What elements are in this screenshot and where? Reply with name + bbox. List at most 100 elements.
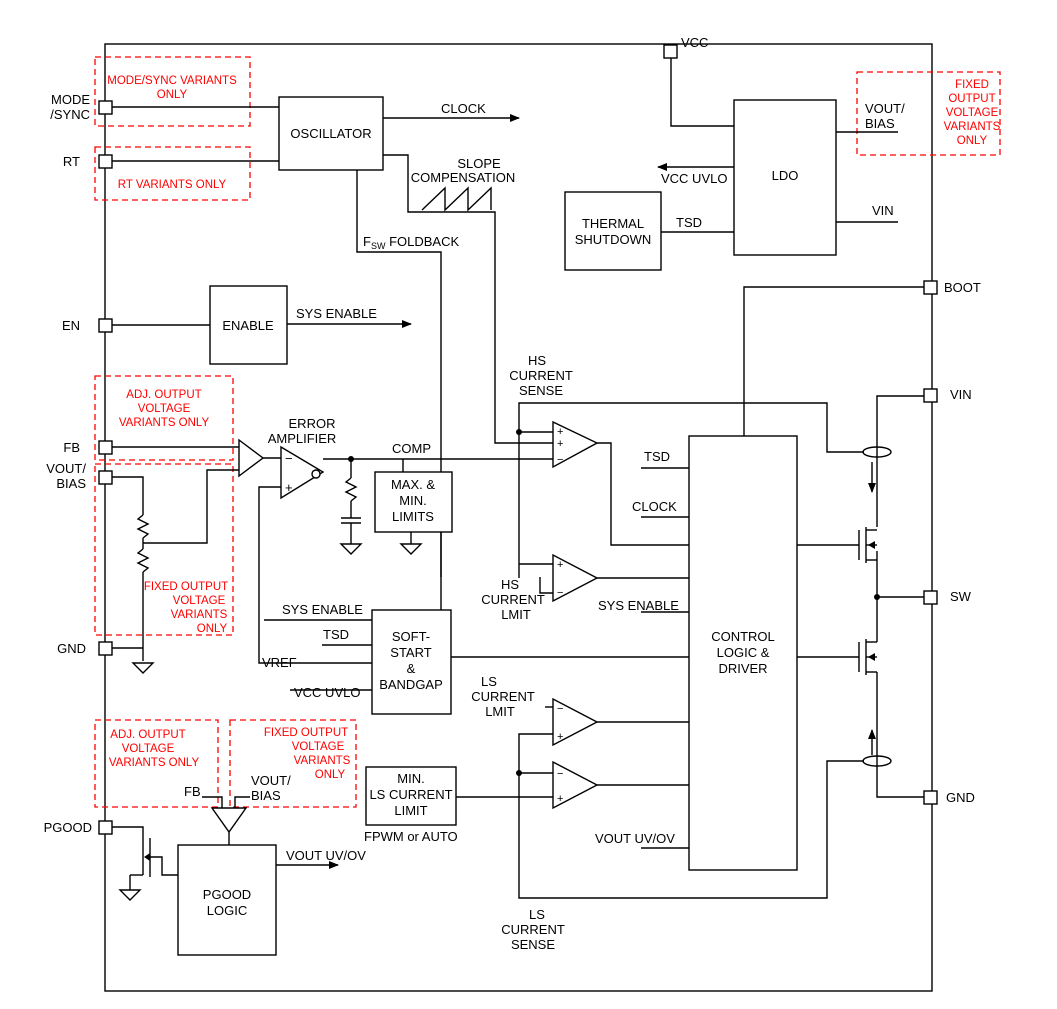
variant-box-rt <box>94 146 251 201</box>
pin-label-boot: BOOT <box>944 280 981 295</box>
signal-slope-2: COMPENSATION <box>411 170 516 185</box>
signal-vout-ldo: VOUT/ <box>865 101 905 116</box>
pins <box>98 44 938 835</box>
variant-box-fixed-left <box>94 463 234 636</box>
signal-vin-ldo: VIN <box>872 203 894 218</box>
control-logic-label-2: LOGIC & <box>717 645 770 660</box>
signal-fb-pgood: FB <box>184 784 201 799</box>
pin-vcc <box>663 44 678 59</box>
svg-text:−: − <box>557 703 563 715</box>
variant-label-fixed-pgood-1: FIXED OUTPUT <box>264 727 348 739</box>
variant-label-fixed-left-4: ONLY <box>197 623 228 635</box>
max-min-label-1: MAX. & <box>391 477 435 492</box>
signal-bias-ldo: BIAS <box>865 116 895 131</box>
variant-box-adj-pgood <box>94 719 219 808</box>
control-logic-block <box>688 435 798 871</box>
control-logic-label-1: CONTROL <box>711 629 775 644</box>
signal-fpwm-auto: FPWM or AUTO <box>364 829 458 844</box>
pin-label-rt: RT <box>63 154 80 169</box>
signal-vout-pgood: VOUT/ <box>251 773 291 788</box>
min-ls-label-2: LS CURRENT <box>369 787 452 802</box>
signal-sys-enable-ctrl: SYS ENABLE <box>598 598 679 613</box>
variant-label-adj-pgood-1: ADJ. OUTPUT <box>110 729 185 741</box>
pin-label-bias: BIAS <box>56 476 86 491</box>
variant-label-adj-pgood-2: VOLTAGE <box>122 743 175 755</box>
ls-current-comparator <box>552 760 599 810</box>
hs-current-comparator <box>552 420 599 469</box>
pin-en <box>98 318 113 333</box>
signal-tsd-ctrl: TSD <box>644 449 670 464</box>
pin-label-sw: SW <box>950 589 972 604</box>
signal-vcc-uvlo-ss: VCC UVLO <box>294 685 360 700</box>
max-min-label-3: LIMITS <box>392 509 434 524</box>
variant-label-fixed-top-2: OUTPUT <box>948 93 995 105</box>
signal-vout-uvov-pgood: VOUT UV/OV <box>286 848 366 863</box>
hs-current-limit-comparator <box>552 553 599 603</box>
variant-label-adj-pgood-3: VARIANTS ONLY <box>109 757 200 769</box>
signal-vout-uvov-ctrl: VOUT UV/OV <box>595 831 675 846</box>
pgood-comparator <box>210 807 248 834</box>
svg-text:+: + <box>557 559 563 571</box>
svg-text:+: + <box>557 731 563 743</box>
variant-label-fixed-pgood-2: VOLTAGE <box>292 741 345 753</box>
variant-box-adj-fb <box>94 375 234 461</box>
variant-label-fixed-top-3: VOLTAGE <box>946 107 999 119</box>
junctions <box>348 429 880 776</box>
variant-label-fixed-top-4: VARIANTS <box>944 121 1001 133</box>
ic-boundary <box>104 43 933 992</box>
pin-label-vcc: VCC <box>681 35 708 50</box>
variant-box-fixed-pgood <box>229 719 357 808</box>
signal-tsd-thermal: TSD <box>676 215 702 230</box>
signal-hs-limit-3: LMIT <box>501 607 531 622</box>
signal-slope-1: SLOPE <box>457 156 501 171</box>
variant-label-fixed-left-2: VOLTAGE <box>173 595 226 607</box>
soft-start-label-2: START <box>390 645 431 660</box>
slope-compensation-waveform <box>421 186 492 212</box>
signal-ls-sense-1: LS <box>529 907 545 922</box>
hs-current-sense-loop <box>862 446 892 458</box>
oscillator-label: OSCILLATOR <box>290 126 371 141</box>
ls-current-sense-loop <box>862 755 892 767</box>
pin-mode-sync <box>98 100 113 115</box>
error-amp-plus: + <box>285 480 293 495</box>
signal-ls-limit-1: LS <box>481 674 497 689</box>
pin-label-en: EN <box>62 318 80 333</box>
soft-start-bandgap-block <box>371 609 452 715</box>
variant-label-adj-fb-1: ADJ. OUTPUT <box>126 389 201 401</box>
pin-gnd-right <box>923 790 938 805</box>
max-min-label-2: MIN. <box>399 493 426 508</box>
error-amplifier <box>280 445 325 500</box>
svg-text:−: − <box>557 454 563 466</box>
pin-label-fb: FB <box>63 440 80 455</box>
pin-vin <box>923 388 938 403</box>
pin-sw <box>923 590 938 605</box>
svg-text:+: + <box>557 793 563 805</box>
min-ls-current-limit-block <box>365 766 457 826</box>
max-min-limits-block <box>374 471 453 533</box>
oscillator-block <box>278 96 384 171</box>
signal-ls-sense-2: CURRENT <box>501 922 565 937</box>
signal-vcc-uvlo: VCC UVLO <box>661 171 727 186</box>
pin-vout-bias <box>98 470 113 485</box>
svg-text:+: + <box>557 426 563 438</box>
pin-label-gnd-left: GND <box>57 641 86 656</box>
pin-label-mode: MODE <box>51 92 90 107</box>
thermal-shutdown-label-2: SHUTDOWN <box>575 232 652 247</box>
soft-start-label-3: & <box>407 661 416 676</box>
signal-vref: VREF <box>262 655 297 670</box>
signal-tsd-ss: TSD <box>323 627 349 642</box>
signal-hs-sense-3: SENSE <box>519 383 563 398</box>
soft-start-label-4: BANDGAP <box>379 677 443 692</box>
pin-label-sync: /SYNC <box>50 107 90 122</box>
signal-ls-limit-3: LMIT <box>485 704 515 719</box>
pin-boot <box>923 280 938 295</box>
signal-clock: CLOCK <box>441 101 486 116</box>
variant-annotations: MODE/SYNC VARIANTS ONLY RT VARIANTS ONLY… <box>94 56 1001 808</box>
pin-gnd-left <box>98 641 113 656</box>
error-amp-minus: − <box>285 451 293 466</box>
signal-fsw-foldback: FSW FOLDBACK <box>363 234 459 251</box>
soft-start-label-1: SOFT- <box>392 629 430 644</box>
control-logic-label-3: DRIVER <box>718 661 767 676</box>
variant-label-fixed-pgood-3: VARIANTS <box>294 755 351 767</box>
signal-ls-limit-2: CURRENT <box>471 689 535 704</box>
